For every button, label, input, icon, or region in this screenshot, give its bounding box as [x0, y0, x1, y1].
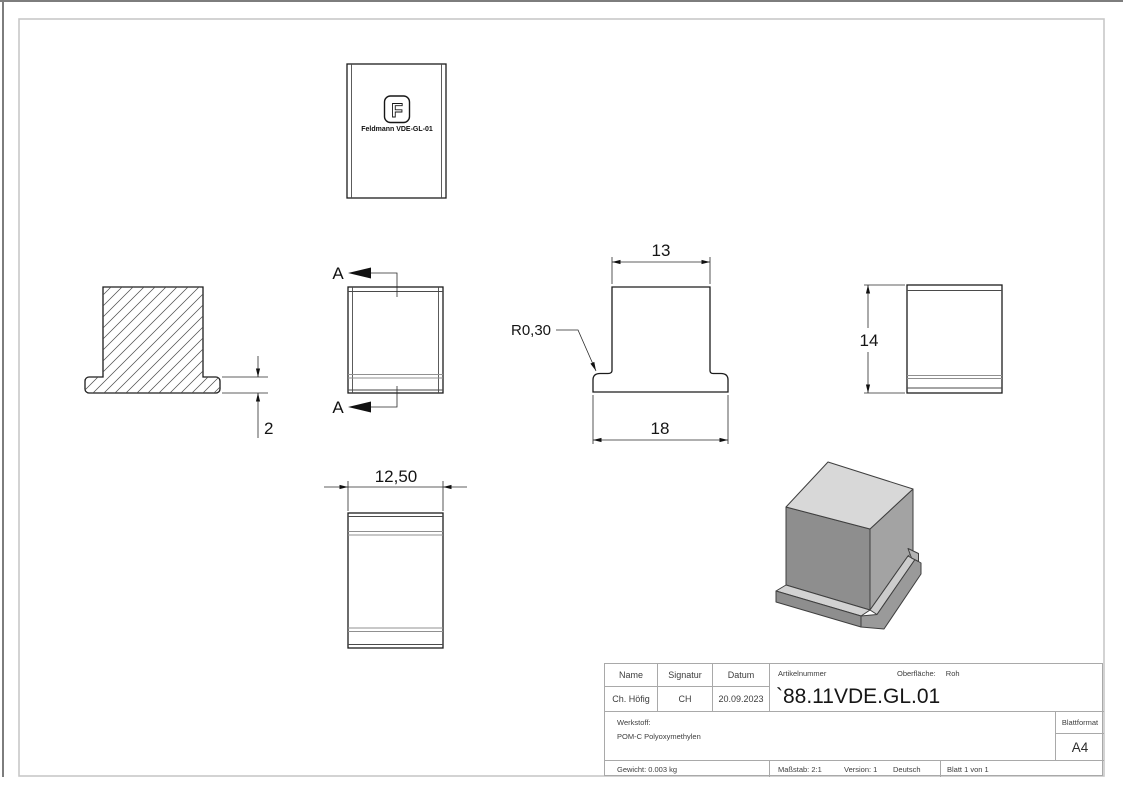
- dim-flange-thickness: 2: [222, 356, 273, 438]
- header-datum: Datum: [713, 664, 770, 687]
- side-view: [906, 284, 1003, 394]
- title-block: Name Signatur Datum Ch. Höfig CH 20.09.2…: [604, 663, 1104, 777]
- artikelnummer-value: `88.11VDE.GL.01: [776, 685, 941, 708]
- oberflaeche-value: Roh: [945, 669, 960, 678]
- dim-text-18: 18: [651, 419, 670, 438]
- version-text: Version: 1: [844, 764, 878, 774]
- werkstoff-label: Werkstoff:: [617, 718, 651, 727]
- gewicht-text: Gewicht: 0.003 kg: [617, 764, 678, 774]
- brand-label: Feldmann VDE-GL-01: [361, 126, 433, 133]
- header-signatur: Signatur: [658, 664, 713, 687]
- oberflaeche-label: Oberfläche:: [897, 669, 936, 678]
- header-datum-label: Datum: [727, 670, 755, 680]
- blattformat-cell: Blattformat: [1056, 712, 1104, 734]
- blattformat-label: Blattformat: [1061, 718, 1099, 727]
- section-label-top: A: [332, 264, 344, 283]
- dim-top-width: 13: [611, 241, 711, 284]
- header-name-label: Name: [618, 670, 643, 680]
- werkstoff-value: POM-C Polyoxymethylen: [617, 732, 701, 741]
- window-border-left: [2, 0, 4, 777]
- front-view: [347, 286, 444, 394]
- sprache-text: Deutsch: [893, 764, 921, 774]
- oberflaeche: Oberfläche: Roh: [897, 669, 960, 678]
- iso-flange-notch: [907, 548, 919, 562]
- blatt-text: Blatt 1 von 1: [947, 764, 989, 774]
- dim-flange-width: 18: [592, 395, 729, 444]
- value-signatur-text: CH: [678, 694, 692, 704]
- value-datum: 20.09.2023: [713, 687, 770, 712]
- werkstoff-cell: Werkstoff: POM-C Polyoxymethylen: [605, 712, 1056, 761]
- section-arrow-bottom-icon: [348, 401, 371, 413]
- section-line-a-a: A A: [332, 264, 398, 417]
- header-name: Name: [605, 664, 658, 687]
- value-name: Ch. Höfig: [605, 687, 658, 712]
- brand-logo-letter: F: [391, 101, 403, 122]
- isometric-view: [775, 461, 922, 630]
- blatt-cell: Blatt 1 von 1: [941, 761, 1104, 777]
- blattformat-value-cell: A4: [1056, 734, 1104, 761]
- dim-text-14: 14: [860, 331, 879, 350]
- artikelnummer-label: Artikelnummer: [778, 669, 827, 678]
- brand-logo-icon: [383, 95, 411, 124]
- dim-text-1250: 12,50: [375, 467, 418, 486]
- massstab-text: Maßstab: 2:1: [778, 764, 822, 774]
- top-view-logo: F Feldmann VDE-GL-01: [346, 63, 447, 199]
- gewicht-cell: Gewicht: 0.003 kg: [605, 761, 770, 777]
- dim-fillet-radius: R0,30: [511, 322, 597, 372]
- value-signatur: CH: [658, 687, 713, 712]
- dim-text-2: 2: [264, 419, 273, 438]
- artikelnummer-cell: Artikelnummer Oberfläche: Roh `88.11VDE.…: [770, 664, 1104, 712]
- bottom-view: [347, 512, 444, 649]
- window-border-top: [0, 0, 1123, 2]
- profile-view: [592, 286, 729, 393]
- value-name-text: Ch. Höfig: [612, 694, 650, 704]
- section-arrow-top-icon: [348, 267, 371, 279]
- drawing-frame-border: [18, 18, 1105, 777]
- iso-top-face: [785, 461, 914, 530]
- header-signatur-label: Signatur: [668, 670, 702, 680]
- dim-text-13: 13: [652, 241, 671, 260]
- dim-height: 14: [860, 284, 905, 394]
- value-datum-text: 20.09.2023: [718, 694, 764, 704]
- section-view-hatched: [84, 286, 221, 394]
- massstab-cell: Maßstab: 2:1 Version: 1 Deutsch: [770, 761, 941, 777]
- dim-text-r030: R0,30: [511, 322, 551, 339]
- dim-depth: 12,50: [324, 467, 467, 511]
- blattformat-value: A4: [1071, 739, 1089, 755]
- section-label-bottom: A: [332, 398, 344, 417]
